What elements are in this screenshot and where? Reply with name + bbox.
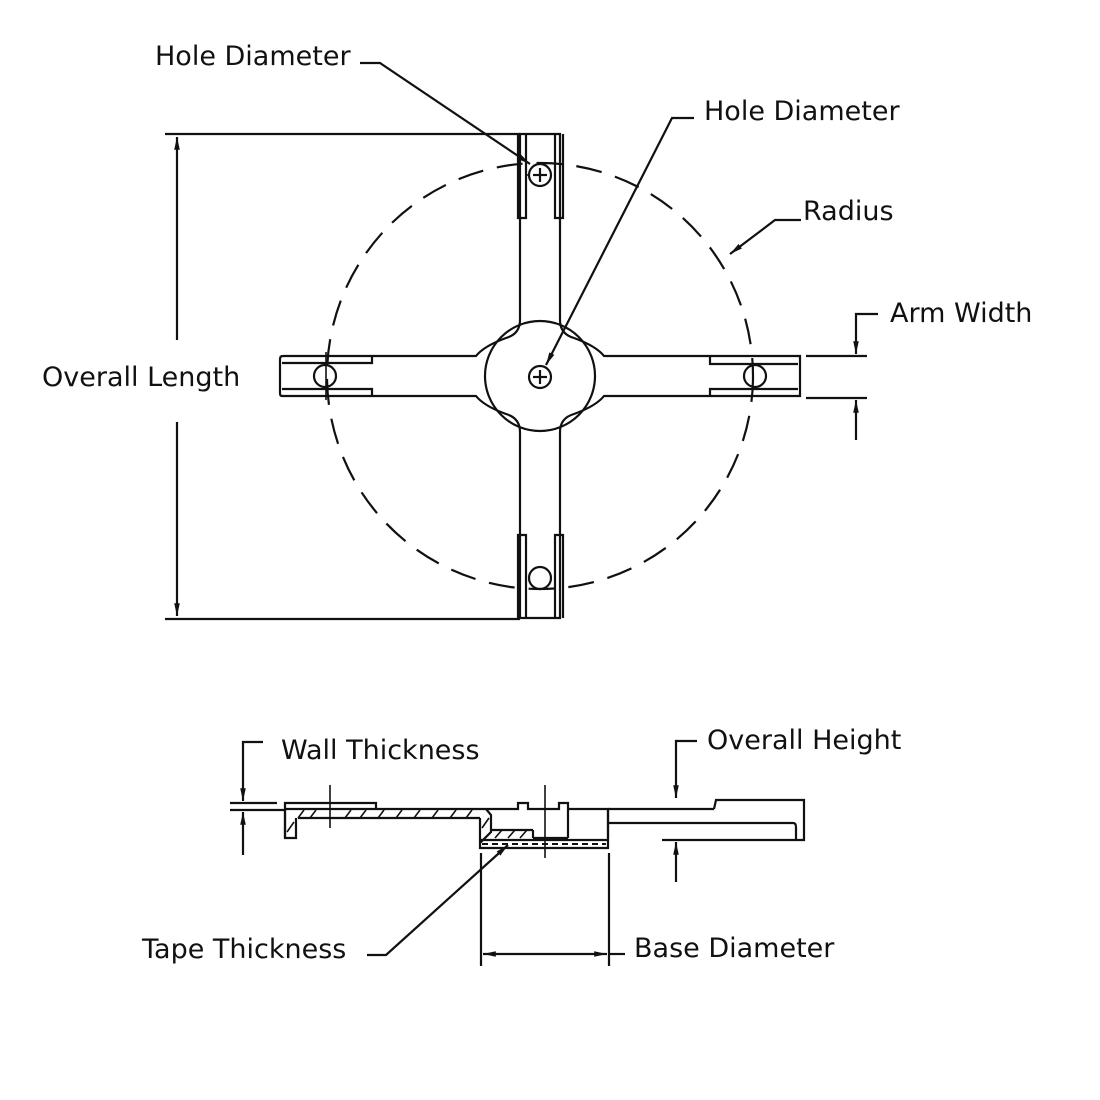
- hub-circle: [483, 319, 597, 433]
- wall-thickness-label: Wall Thickness: [281, 735, 480, 766]
- bottom-arm-slots: [516, 533, 565, 618]
- top-hole: [526, 162, 553, 188]
- top-view: Overall Length Hole Diameter Hole Diamet…: [42, 41, 1032, 621]
- hole-diameter-outer-leader: [360, 61, 531, 165]
- bracket-outline: [278, 132, 802, 620]
- arm-width-label: Arm Width: [890, 298, 1032, 329]
- hole-diameter-center-leader: [545, 116, 694, 366]
- right-hole: [742, 363, 768, 389]
- side-view: Wall Thickness Overall Height Base Diame…: [141, 725, 901, 966]
- tape-thickness-label: Tape Thickness: [141, 934, 346, 965]
- radius-leader: [729, 218, 801, 255]
- top-arm-slots: [516, 134, 565, 220]
- overall-height-label: Overall Height: [707, 725, 901, 756]
- overall-height-dimension: [673, 739, 697, 882]
- center-hole: [527, 364, 553, 390]
- left-arm-slots: [282, 352, 374, 400]
- right-arm-slots: [708, 356, 798, 396]
- overall-length-label: Overall Length: [42, 362, 240, 393]
- wall-thickness-dimension: [230, 740, 285, 855]
- base-diameter-dimension: [479, 853, 625, 966]
- hole-diameter-outer-label: Hole Diameter: [155, 41, 351, 72]
- left-hole: [312, 363, 338, 389]
- radius-label: Radius: [803, 196, 894, 227]
- bottom-hole: [527, 565, 553, 591]
- hatch-lines: [286, 809, 528, 839]
- base-diameter-label: Base Diameter: [634, 933, 835, 964]
- tape-thickness-leader: [367, 844, 509, 957]
- hole-diameter-center-label: Hole Diameter: [704, 96, 900, 127]
- overall-length-dimension: [165, 132, 520, 621]
- arm-width-dimension: [806, 312, 878, 440]
- side-profile: [283, 785, 806, 858]
